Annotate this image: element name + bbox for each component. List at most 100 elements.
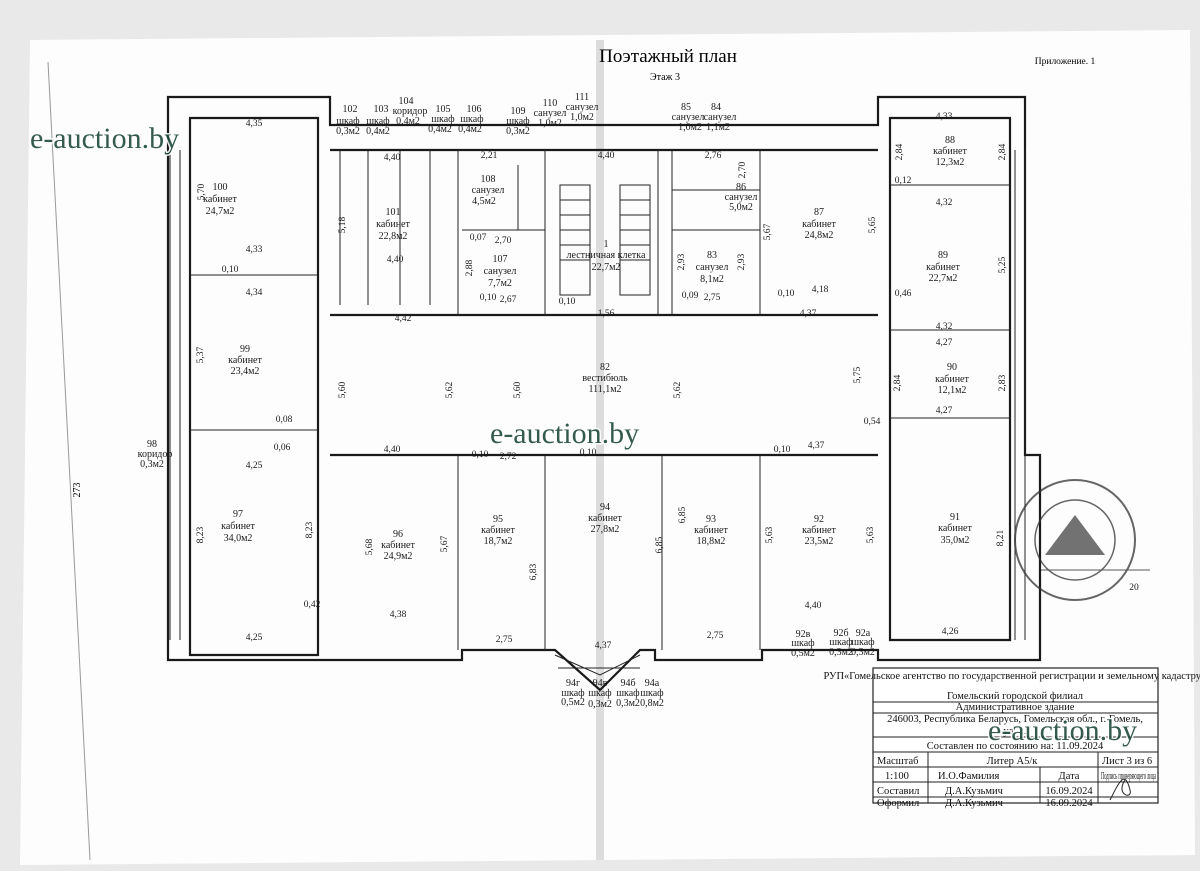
label: 5,63: [765, 526, 775, 543]
title-block: РУП«Гомельское агентство по государствен…: [823, 667, 1200, 809]
label: 8,21: [996, 529, 1006, 546]
label: 5,62: [445, 381, 455, 398]
label: 5,25: [998, 256, 1008, 273]
label: шкаф: [791, 638, 815, 649]
label: кабинет: [588, 513, 622, 524]
label: 2,75: [707, 631, 724, 641]
label: 0,42: [304, 600, 321, 610]
label: 5,67: [763, 223, 773, 240]
label: 94б: [620, 678, 635, 689]
label: 4,40: [387, 255, 404, 265]
side-number: 273: [72, 483, 83, 498]
label: санузел: [484, 266, 517, 277]
label: 91: [950, 512, 960, 523]
label: 4,33: [936, 112, 953, 122]
label: 0,8м2: [640, 698, 664, 709]
floor-label: Этаж 3: [650, 72, 680, 83]
label: 1,56: [598, 309, 615, 319]
branch-name: Гомельский городской филиал: [947, 691, 1083, 702]
label: 2,84: [893, 374, 903, 391]
label: 4,25: [246, 633, 263, 643]
label: 6,83: [529, 563, 539, 580]
label: 94в: [593, 678, 608, 689]
label: 4,40: [805, 601, 822, 611]
composed-by: Д.А.Кузьмич: [945, 786, 1004, 797]
label: 5,18: [338, 216, 348, 233]
walls: [166, 95, 1042, 692]
label: 0,3м2: [616, 698, 640, 709]
label: 95: [493, 514, 503, 525]
sheet-number: Лист 3 из 6: [1102, 756, 1152, 767]
label: 5,60: [338, 381, 348, 398]
label: 2,75: [496, 635, 513, 645]
label: 4,32: [936, 322, 953, 332]
label: 82: [600, 362, 610, 373]
label: 0,12: [895, 176, 912, 186]
watermark-bottom-right: e-auction.by: [988, 714, 1137, 747]
label: 0,46: [895, 289, 912, 299]
label: кабинет: [926, 262, 960, 273]
label: 1: [604, 239, 609, 250]
label: 94г: [566, 678, 580, 689]
label: 104: [399, 96, 414, 107]
label: 5,65: [868, 216, 878, 233]
label: 4,40: [384, 445, 401, 455]
label: кабинет: [802, 219, 836, 230]
liter: Литер А5/к: [987, 756, 1039, 767]
address-line-2: ул. ...: [1003, 726, 1026, 737]
object-name: Административное здание: [956, 702, 1075, 713]
label: 18,8м2: [697, 536, 726, 547]
label: 2,83: [998, 374, 1008, 391]
label: 94: [600, 502, 610, 513]
label: 0,4м2: [428, 124, 452, 135]
label: 4,18: [812, 285, 829, 295]
label: 92б: [833, 628, 848, 639]
label: 24,9м2: [384, 551, 413, 562]
label: кабинет: [933, 146, 967, 157]
label: 7,7м2: [488, 278, 512, 289]
label: кабинет: [381, 540, 415, 551]
label: 27,8м2: [591, 524, 620, 535]
label: 92а: [856, 628, 871, 639]
label: 93: [706, 514, 716, 525]
label: 0,10: [222, 265, 239, 275]
label: кабинет: [376, 219, 410, 230]
label: 5,37: [196, 346, 206, 363]
label: 86: [736, 182, 746, 193]
label: 0,5м2: [561, 697, 585, 708]
label: 83: [707, 250, 717, 261]
label: 90: [947, 362, 957, 373]
label: 92: [814, 514, 824, 525]
label: 20: [1129, 583, 1139, 593]
label: 0,4м2: [396, 116, 420, 127]
dimension-labels: 4,35 5,70 4,33 0,10 4,34 5,37 0,08 0,06 …: [196, 112, 1139, 651]
drawn-label: Оформил: [877, 798, 919, 809]
label: 6,85: [678, 506, 688, 523]
label: 88: [945, 135, 955, 146]
label: 92в: [796, 629, 811, 640]
label: 101: [386, 207, 401, 218]
label: 5,75: [853, 366, 863, 383]
label: 4,40: [384, 153, 401, 163]
label: 22,7м2: [929, 273, 958, 284]
label: 4,38: [390, 610, 407, 620]
scale-value: 1:100: [885, 771, 909, 782]
label: 106: [467, 104, 482, 115]
label: 2,67: [500, 295, 517, 305]
label: санузел: [696, 262, 729, 273]
label: 4,5м2: [472, 196, 496, 207]
label: 12,3м2: [936, 157, 965, 168]
label: шкаф: [460, 114, 484, 125]
